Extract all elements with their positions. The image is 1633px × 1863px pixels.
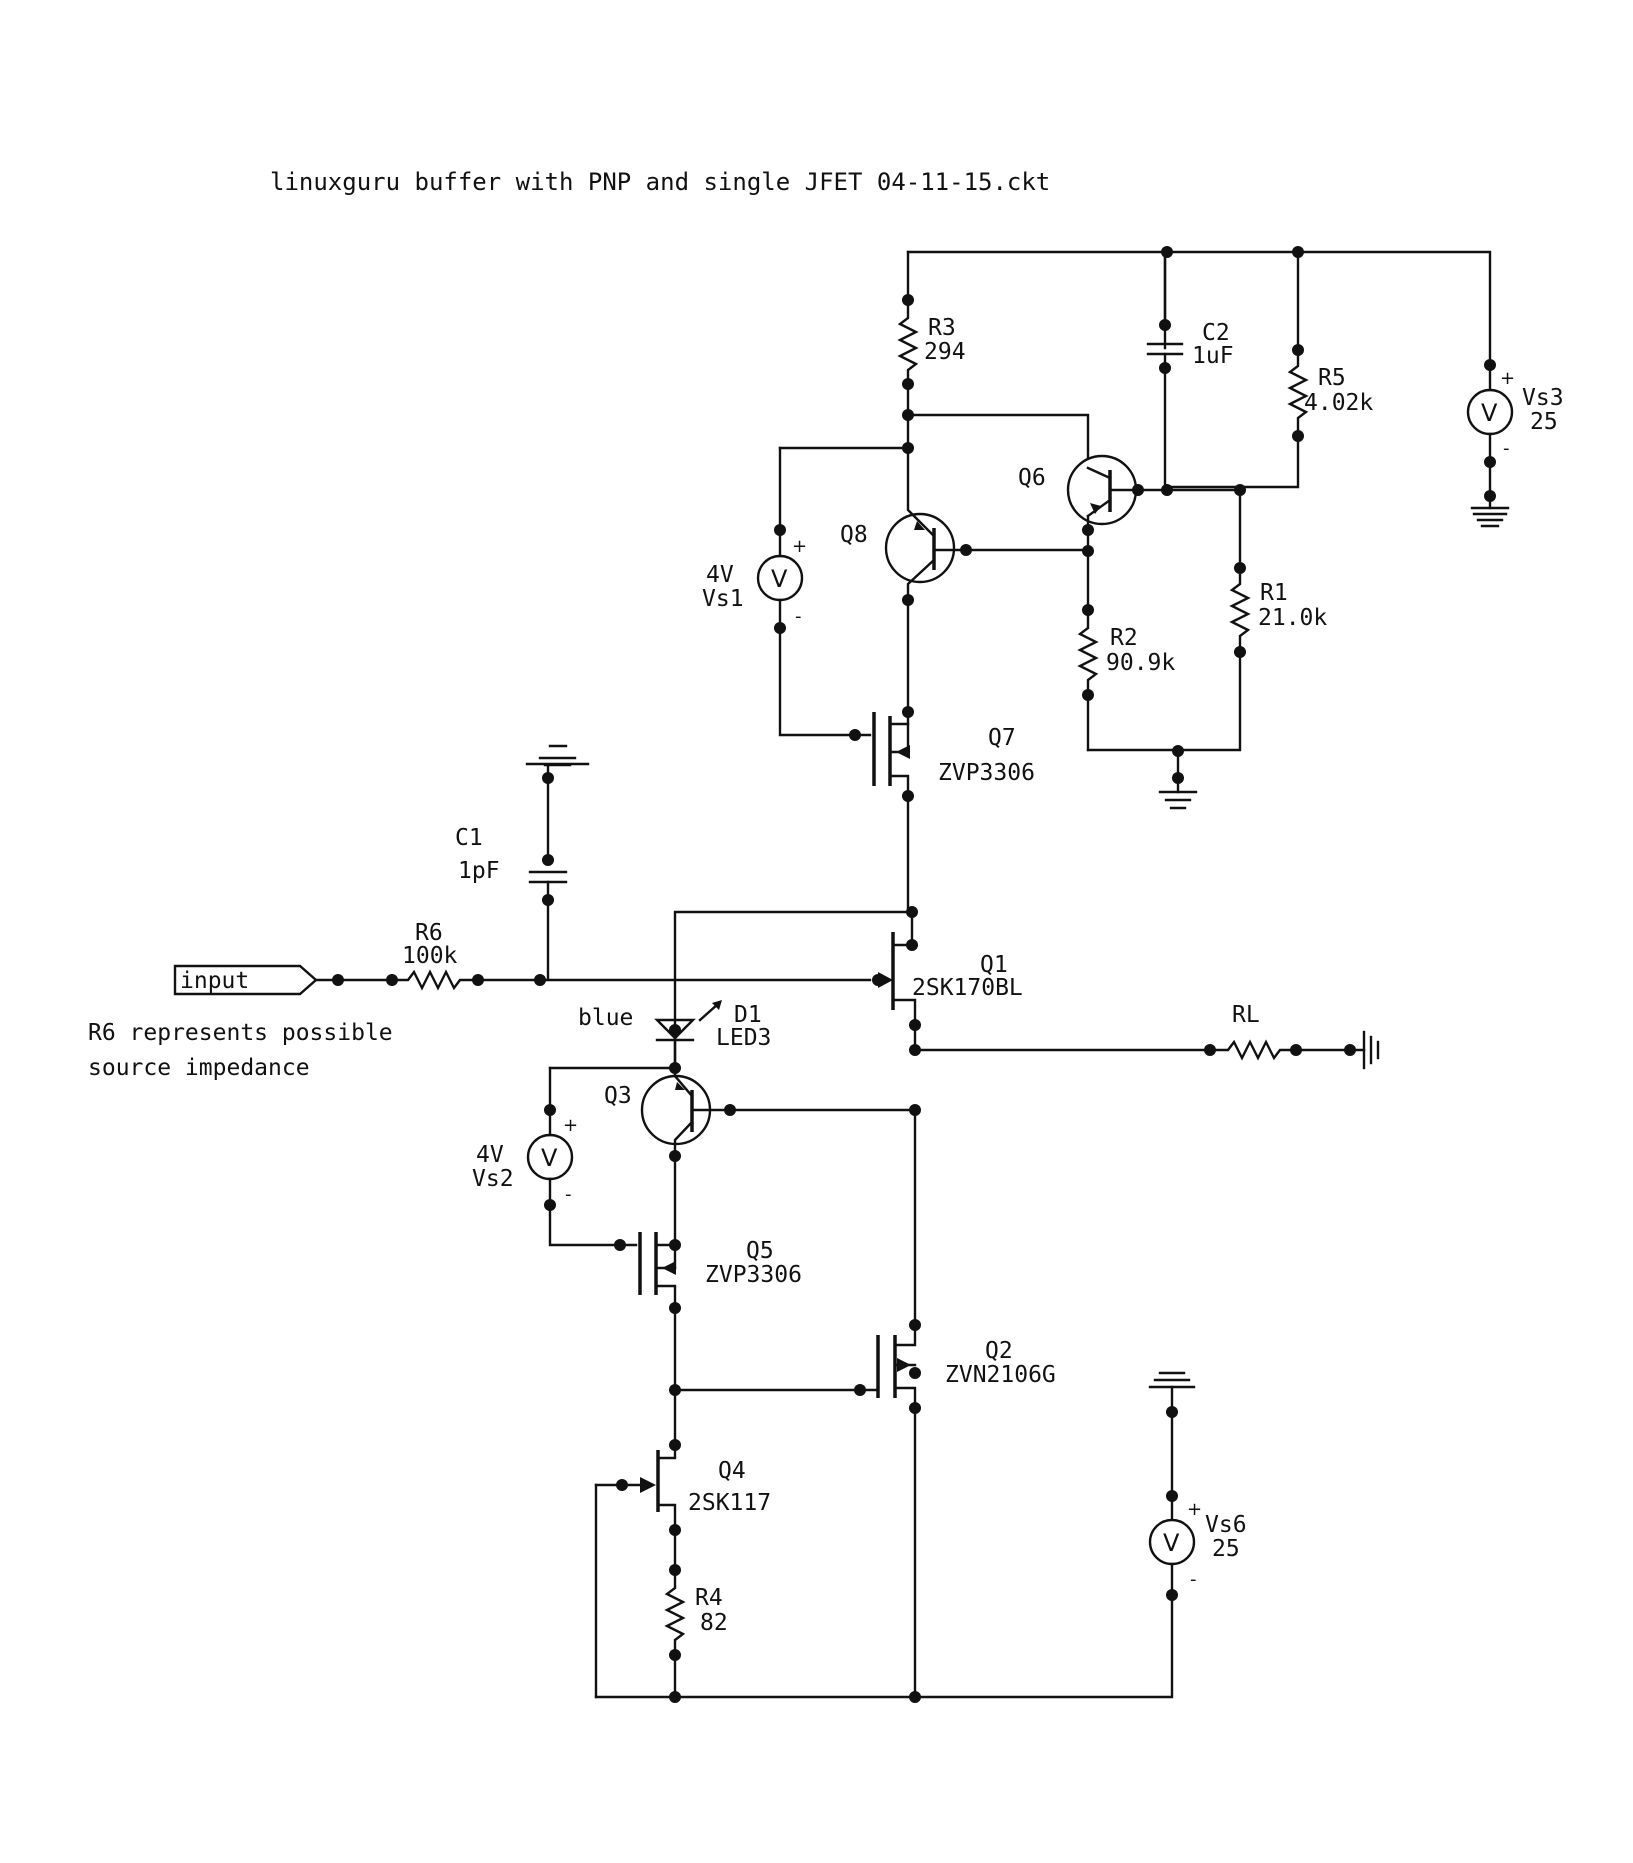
r6-value: 100k bbox=[402, 943, 458, 969]
vs1-plus: + bbox=[792, 536, 807, 557]
voltage-source-vs2: V + - 4V Vs2 bbox=[472, 1066, 622, 1247]
transistor-q2: Q2 ZVN2106G bbox=[673, 1108, 1056, 1414]
r6-ref: R6 bbox=[415, 920, 443, 946]
d1-value: LED3 bbox=[716, 1025, 771, 1051]
q7-ref: Q7 bbox=[988, 725, 1016, 751]
c1-ref: C1 bbox=[455, 825, 483, 851]
vs3-minus: - bbox=[1503, 438, 1510, 459]
q5-value: ZVP3306 bbox=[705, 1262, 802, 1288]
vs1-minus: - bbox=[795, 606, 802, 627]
q2-ref: Q2 bbox=[985, 1338, 1013, 1364]
resistor-r3: R3 294 bbox=[897, 294, 966, 390]
rl-ref: RL bbox=[1232, 1002, 1260, 1028]
q6-q8-wiring bbox=[774, 382, 1090, 536]
q1-value: 2SK170BL bbox=[912, 975, 1023, 1001]
r3-ref: R3 bbox=[928, 315, 956, 341]
q5-q4-wiring bbox=[669, 1306, 681, 1451]
resistor-r6: R6 100k bbox=[336, 920, 872, 991]
diode-d1: blue D1 LED3 bbox=[578, 1000, 771, 1074]
r5-ref: R5 bbox=[1318, 365, 1346, 391]
q8-ref: Q8 bbox=[840, 522, 868, 548]
vs1-ref: Vs1 bbox=[702, 586, 744, 612]
d1-ref: D1 bbox=[734, 1002, 762, 1028]
vs2-value: 4V bbox=[476, 1142, 504, 1168]
q7-value: ZVP3306 bbox=[938, 760, 1035, 786]
schematic-title: linuxguru buffer with PNP and single JFE… bbox=[270, 168, 1050, 196]
vs1-value: 4V bbox=[706, 562, 734, 588]
input-port[interactable]: input bbox=[173, 964, 344, 996]
capacitor-c1: C1 1pF bbox=[455, 764, 568, 980]
ground-symbol-c1 bbox=[525, 744, 590, 767]
ground-symbol-vs3 bbox=[1470, 494, 1510, 528]
r4-ref: R4 bbox=[695, 1585, 723, 1611]
r3-value: 294 bbox=[924, 339, 966, 365]
transistor-q3: Q3 bbox=[548, 1066, 921, 1162]
capacitor-c2: C2 1uF bbox=[1146, 250, 1234, 492]
vs6-plus: + bbox=[1187, 1499, 1202, 1520]
input-port-label: input bbox=[180, 968, 249, 994]
transistor-q1: Q1 2SK170BL bbox=[872, 910, 1023, 1056]
vs2-plus: + bbox=[563, 1115, 578, 1136]
resistor-rl: RL bbox=[913, 1002, 1356, 1061]
resistor-r4: R4 82 bbox=[664, 1528, 728, 1699]
vs2-ref: Vs2 bbox=[472, 1166, 514, 1192]
vs2-voltmeter-symbol: V bbox=[541, 1144, 558, 1172]
transistor-q6: Q6 bbox=[1018, 454, 1246, 557]
q6-ref: Q6 bbox=[1018, 465, 1046, 491]
vs3-plus: + bbox=[1500, 368, 1515, 389]
note-line-2: source impedance bbox=[88, 1055, 310, 1081]
transistor-q4: Q4 2SK117 bbox=[594, 1443, 771, 1699]
vs6-minus: - bbox=[1190, 1569, 1197, 1590]
c1-value: 1pF bbox=[458, 858, 500, 884]
voltage-source-vs1: V + - 4V Vs1 bbox=[702, 528, 857, 737]
q1-ref: Q1 bbox=[980, 952, 1008, 978]
r1-value: 21.0k bbox=[1258, 605, 1327, 631]
vs2-minus: - bbox=[565, 1184, 572, 1205]
q4-ref: Q4 bbox=[718, 1458, 746, 1484]
q7-q1-wiring bbox=[673, 794, 918, 1032]
r1-ref: R1 bbox=[1260, 580, 1288, 606]
note-line-1: R6 represents possible bbox=[88, 1020, 393, 1046]
vs3-value: 25 bbox=[1530, 409, 1558, 435]
r4-value: 82 bbox=[700, 1610, 728, 1636]
bottom-supply-rail bbox=[594, 1406, 1174, 1703]
q4-value: 2SK117 bbox=[688, 1490, 771, 1516]
resistor-r2: R2 90.9k bbox=[1077, 549, 1175, 752]
vs6-ref: Vs6 bbox=[1205, 1512, 1247, 1538]
ground-symbol-rl bbox=[1348, 1030, 1380, 1070]
transistor-q8: Q8 bbox=[840, 446, 1090, 606]
transistor-q5: Q5 ZVP3306 bbox=[614, 1154, 802, 1314]
d1-color-label: blue bbox=[578, 1005, 633, 1031]
vs3-ref: Vs3 bbox=[1522, 385, 1564, 411]
c2-ref: C2 bbox=[1202, 320, 1230, 346]
q5-ref: Q5 bbox=[746, 1238, 774, 1264]
vs6-value: 25 bbox=[1212, 1536, 1240, 1562]
resistor-r1: R1 21.0k bbox=[1086, 488, 1327, 752]
transistor-q7: Q7 ZVP3306 bbox=[849, 598, 1035, 802]
resistor-r5: R5 4.02k bbox=[1163, 250, 1373, 489]
q3-ref: Q3 bbox=[604, 1083, 632, 1109]
vs3-voltmeter-symbol: V bbox=[1481, 399, 1498, 427]
c2-value: 1uF bbox=[1192, 343, 1234, 369]
r2-value: 90.9k bbox=[1106, 650, 1175, 676]
vs1-voltmeter-symbol: V bbox=[771, 565, 788, 593]
q2-value: ZVN2106G bbox=[945, 1362, 1056, 1388]
r5-value: 4.02k bbox=[1304, 390, 1373, 416]
r2-ref: R2 bbox=[1110, 625, 1138, 651]
vs6-voltmeter-symbol: V bbox=[1163, 1529, 1180, 1557]
voltage-source-vs3: V + - Vs3 25 bbox=[1466, 359, 1564, 502]
voltage-source-vs6: V + - Vs6 25 bbox=[1148, 1410, 1247, 1601]
ground-symbol-r1-r2 bbox=[1158, 745, 1198, 810]
